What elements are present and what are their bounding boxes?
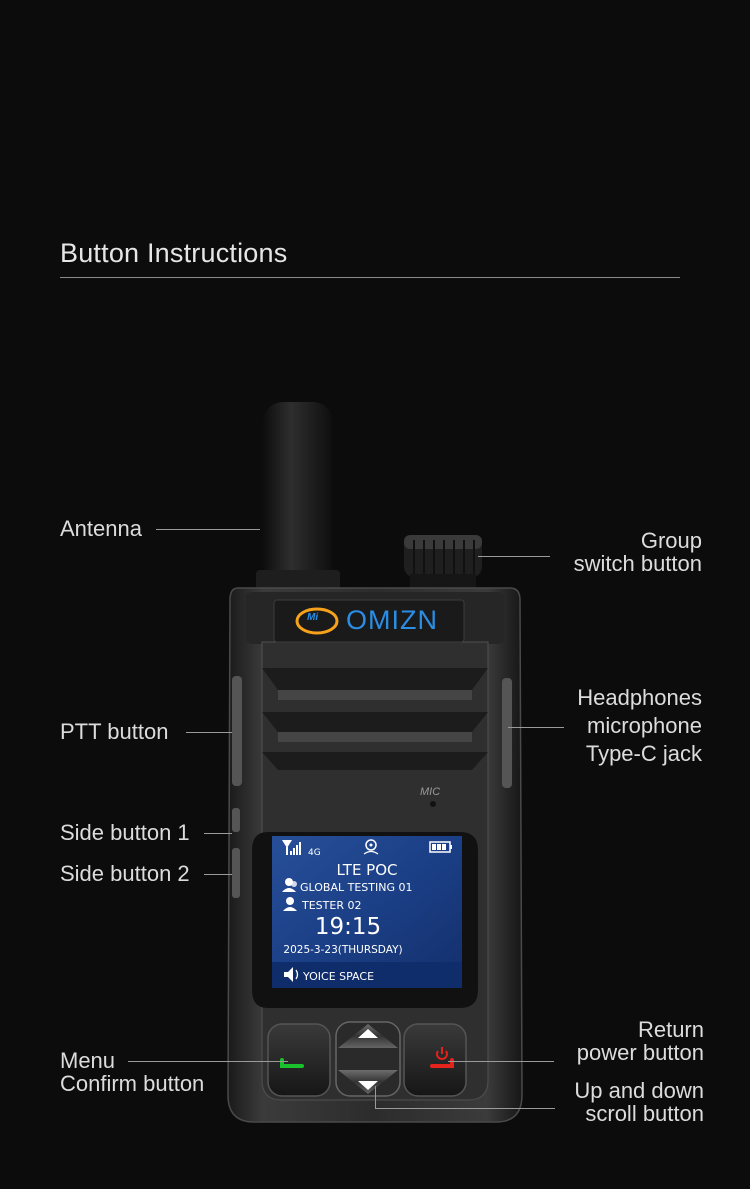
leader-menu	[128, 1061, 288, 1062]
user-icon	[283, 897, 297, 911]
leader-headphones	[508, 727, 564, 728]
callout-type-c: Type-C jack	[585, 741, 702, 766]
group-switch-knob[interactable]	[404, 535, 482, 588]
speaker-icon	[284, 967, 299, 982]
callout-power: power button	[576, 1040, 704, 1065]
return-power-button[interactable]	[403, 1023, 467, 1097]
menu-confirm-button[interactable]	[267, 1023, 331, 1097]
leader-side-2	[204, 874, 232, 875]
brand-logo-text: OMIZN	[346, 605, 438, 635]
antenna	[256, 402, 340, 592]
leader-antenna	[156, 529, 260, 530]
title-underline	[60, 277, 680, 278]
callout-side-button-1: Side button 1	[60, 820, 190, 845]
network-label: 4G	[308, 848, 321, 858]
signal-icon	[282, 840, 301, 855]
callout-return: Return	[637, 1017, 704, 1042]
callout-menu: Menu	[60, 1048, 116, 1073]
screen-title: LTE POC	[336, 861, 397, 879]
leader-return	[448, 1061, 554, 1062]
screen-status: YOICE SPACE	[302, 970, 374, 983]
leader-side-1	[204, 833, 232, 834]
brand-plate	[273, 599, 465, 643]
callout-confirm: Confirm button	[60, 1071, 205, 1096]
callout-side-button-2: Side button 2	[60, 861, 190, 886]
leader-updown-vertical	[375, 1086, 376, 1108]
leader-updown	[375, 1108, 555, 1109]
callout-scroll: scroll button	[585, 1101, 704, 1126]
lcd-status-strip	[272, 962, 462, 988]
callout-headphones: Headphones	[577, 685, 702, 710]
leader-group	[478, 556, 550, 557]
callout-group-switch: switch button	[573, 551, 702, 576]
group-icon	[282, 878, 297, 892]
screen-time: 19:15	[315, 914, 381, 940]
logo-mark: Mi	[307, 612, 319, 623]
mic-hole	[430, 801, 436, 807]
location-pin-icon	[363, 839, 379, 855]
page-title: Button Instructions	[60, 238, 288, 268]
callout-updown: Up and down	[574, 1078, 704, 1103]
leader-ptt	[186, 732, 232, 733]
screen-date: 2025-3-23(THURSDAY)	[283, 944, 402, 956]
battery-icon	[429, 841, 452, 853]
mic-label: MIC	[420, 786, 441, 798]
callout-antenna: Antenna	[60, 516, 142, 541]
up-down-scroll-button[interactable]	[335, 1021, 401, 1097]
screen-group: GLOBAL TESTING 01	[300, 881, 412, 894]
callout-ptt: PTT button	[60, 719, 169, 744]
up-arrow-icon	[358, 1029, 378, 1038]
callout-microphone: microphone	[587, 713, 702, 738]
down-arrow-icon	[358, 1081, 378, 1090]
callout-group: Group	[640, 528, 702, 553]
screen-user: TESTER 02	[301, 899, 361, 912]
